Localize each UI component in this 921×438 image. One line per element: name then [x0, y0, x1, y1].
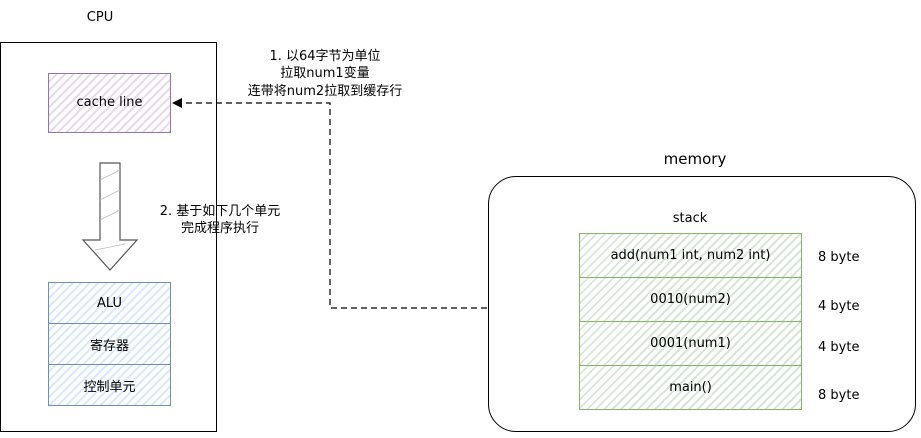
control-unit-label: 控制单元 — [83, 379, 136, 395]
frame-label: 0010(num2) — [650, 292, 731, 307]
register-unit: 寄存器 — [48, 323, 171, 365]
frame-size: 8 byte — [818, 388, 860, 403]
stack-frame-num2: 0010(num2) — [579, 277, 802, 322]
frame-label: 0001(num1) — [650, 336, 731, 351]
down-arrow-hatch — [99, 189, 121, 201]
down-arrow-hatch — [99, 169, 121, 181]
register-label: 寄存器 — [89, 338, 129, 354]
step2-line1: 2. 基于如下几个单元 — [159, 204, 281, 219]
down-arrow-icon — [81, 162, 139, 271]
step1-line3: 连带将num2拉取到缓存行 — [247, 84, 403, 99]
memory-title: memory — [663, 150, 727, 168]
connector-arrowhead — [172, 98, 182, 108]
step1-line2: 拉取num1变量 — [280, 66, 370, 81]
step2-line2: 完成程序执行 — [180, 221, 259, 236]
frame-size: 8 byte — [818, 250, 860, 265]
down-arrow-hatch — [99, 209, 121, 221]
cache-line-label: cache line — [76, 95, 143, 110]
frame-label: add(num1 int, num2 int) — [610, 248, 771, 263]
memory-box — [488, 176, 916, 432]
frame-size: 4 byte — [818, 340, 860, 355]
stack-frame-num1: 0001(num1) — [579, 321, 802, 366]
control-unit: 控制单元 — [48, 364, 171, 406]
stack-frame-main: main() — [579, 365, 802, 410]
down-arrow-hatch — [94, 243, 126, 251]
cpu-box — [0, 42, 217, 432]
dashed-connector — [178, 102, 487, 309]
cache-line-box: cache line — [48, 73, 171, 133]
alu-label: ALU — [96, 295, 122, 311]
cpu-title: CPU — [86, 10, 114, 25]
frame-label: main() — [669, 380, 712, 395]
stack-label: stack — [672, 211, 708, 226]
frame-size: 4 byte — [818, 299, 860, 314]
stack-frame-add: add(num1 int, num2 int) — [579, 233, 802, 278]
step1-line1: 1. 以64字节为单位 — [269, 49, 381, 64]
